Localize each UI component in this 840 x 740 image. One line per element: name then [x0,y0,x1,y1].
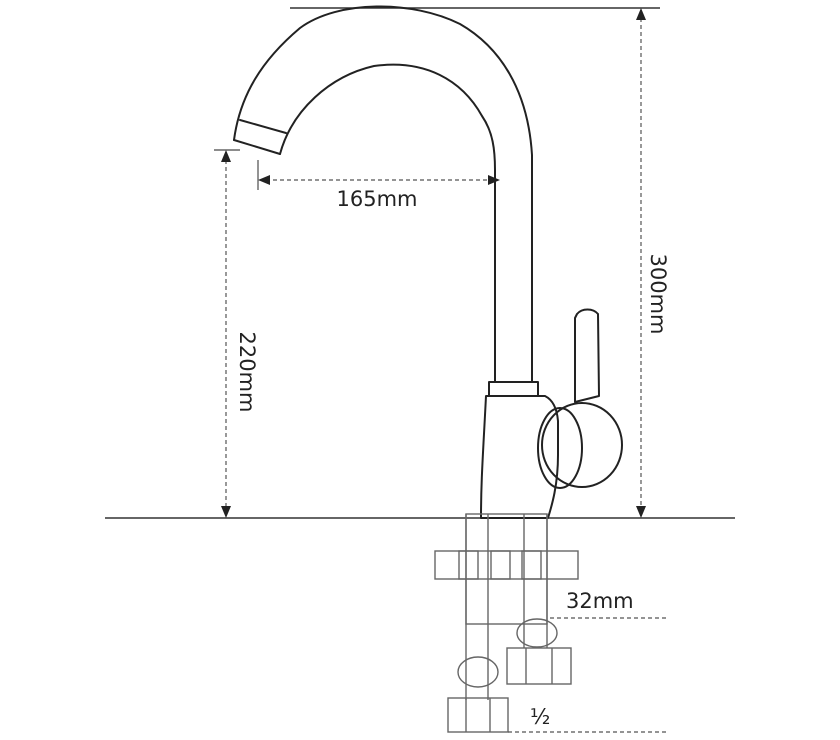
spout-height-dimension: 220mm [214,149,259,518]
hose-fitting-left [447,656,509,733]
handle-lever [574,308,600,403]
hose-fitting-right [506,618,572,685]
thread-size-label: ½ [530,705,550,729]
spout-reach-label: 165mm [337,187,418,211]
pipe-size-dimension: 32mm [550,589,668,619]
pipe-size-label: 32mm [566,589,634,613]
handle-cartridge [537,402,623,489]
spout-reach-dimension: 165mm [257,160,500,211]
faucet-spout [233,5,533,383]
faucet-body [480,395,559,519]
spout-height-label: 220mm [235,332,259,413]
total-height-label: 300mm [646,254,670,335]
total-height-dimension: 300mm [636,8,670,518]
spout-collar [488,381,539,397]
thread-size-dimension: ½ [508,705,668,733]
mounting-shank [434,513,579,700]
